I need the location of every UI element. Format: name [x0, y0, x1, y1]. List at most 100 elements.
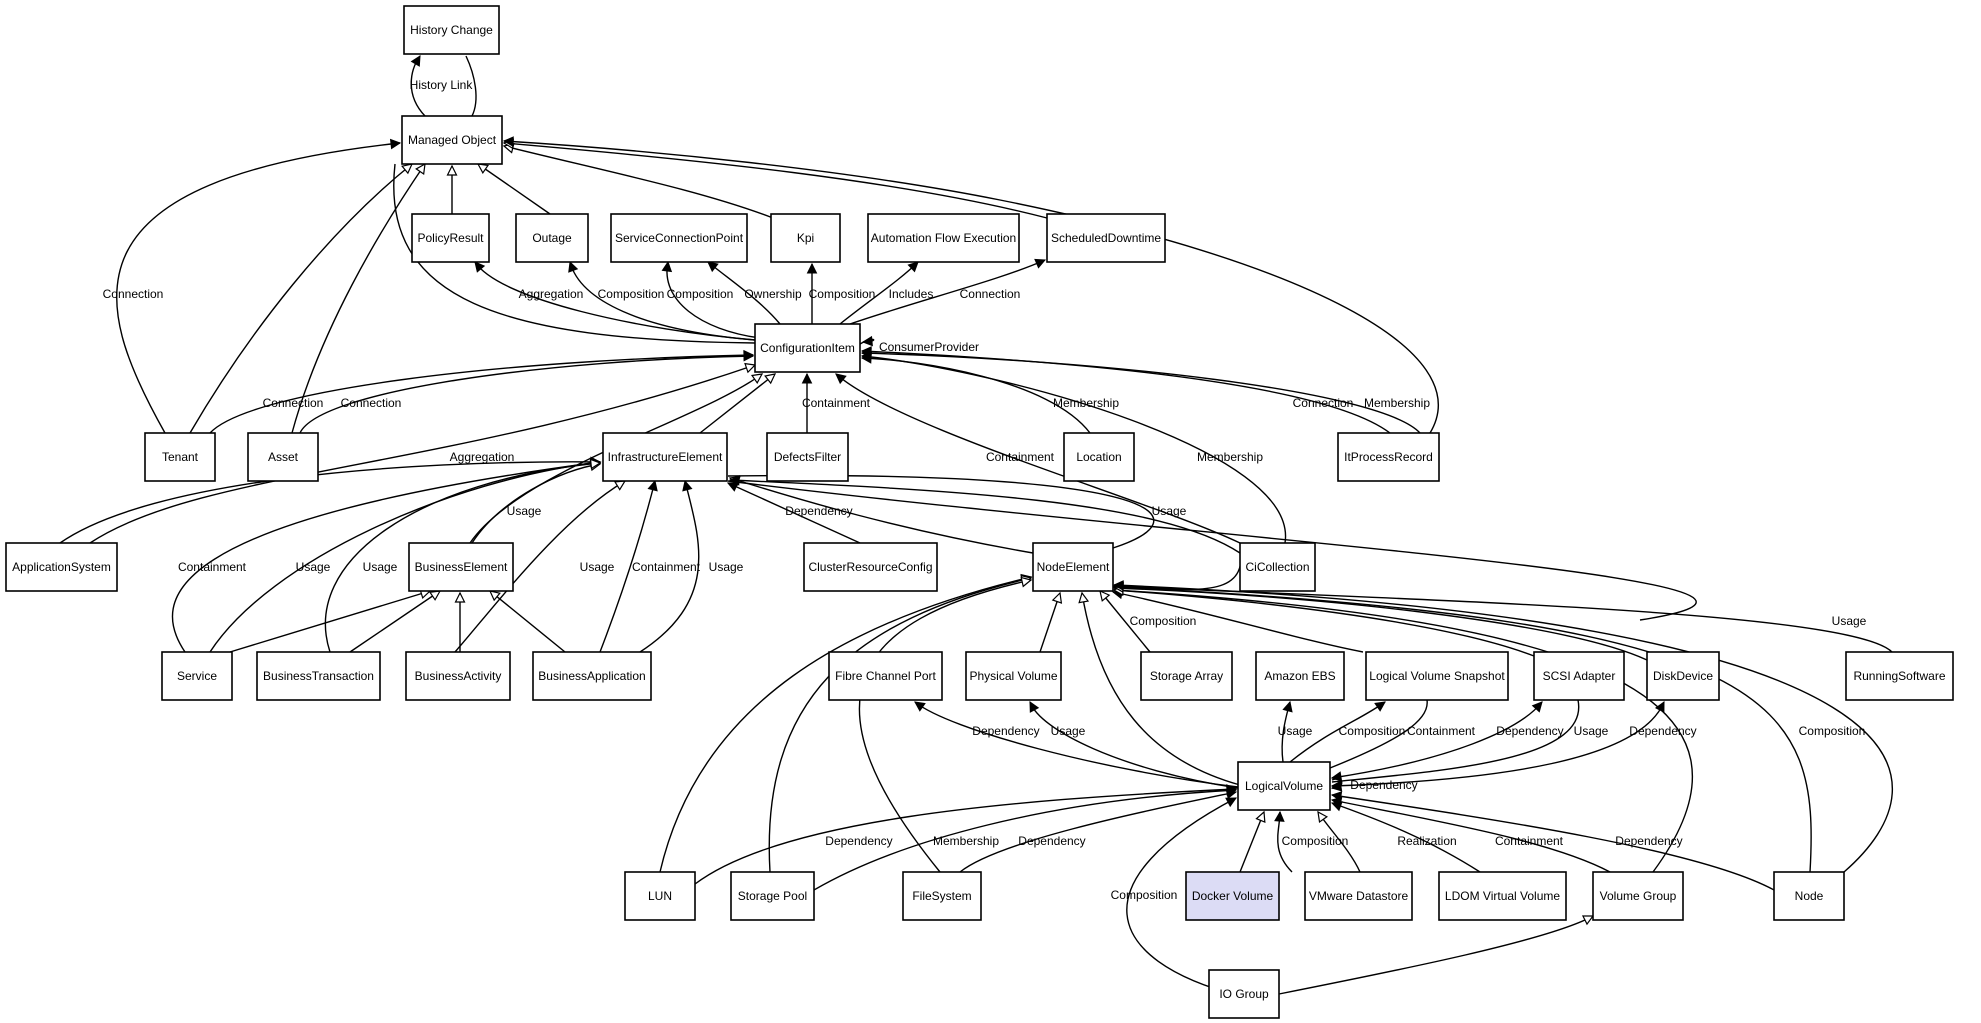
class-node-configuration-item[interactable]: ConfigurationItem — [754, 323, 861, 373]
class-node-tenant[interactable]: Tenant — [144, 432, 216, 482]
class-name: Storage Pool — [738, 889, 807, 903]
edge-line — [1331, 799, 1611, 873]
edge-line — [699, 373, 776, 434]
edge-line — [861, 355, 1286, 544]
class-node-vmware-datastore[interactable]: VMware Datastore — [1304, 871, 1413, 921]
edge-line — [454, 480, 626, 653]
class-node-scsi-adapter[interactable]: SCSI Adapter — [1533, 651, 1625, 701]
class-name: Location — [1076, 450, 1121, 464]
class-node-file-system[interactable]: FileSystem — [902, 871, 982, 921]
edge-connector — [89, 364, 756, 544]
class-node-application-system[interactable]: ApplicationSystem — [5, 542, 118, 592]
edge-label-dependency: Dependency — [1629, 724, 1696, 738]
class-node-docker-volume[interactable]: Docker Volume — [1185, 871, 1280, 921]
class-node-outage[interactable]: Outage — [515, 213, 589, 263]
edge-label-containment: Containment — [632, 560, 701, 574]
class-node-it-process-record[interactable]: ItProcessRecord — [1337, 432, 1440, 482]
class-node-logical-volume[interactable]: LogicalVolume — [1237, 761, 1331, 811]
edge-label-containment: Containment — [986, 450, 1055, 464]
class-box — [1237, 761, 1331, 811]
association-arrowhead — [474, 261, 486, 273]
edge-line — [1029, 701, 1239, 789]
class-name: DiskDevice — [1653, 669, 1713, 683]
class-node-volume-group[interactable]: Volume Group — [1592, 871, 1684, 921]
edge-line — [465, 55, 477, 117]
class-node-running-software[interactable]: RunningSoftware — [1845, 651, 1954, 701]
class-node-managed-object[interactable]: Managed Object — [401, 115, 503, 165]
edge-line — [1099, 590, 1151, 653]
class-node-scheduled-downtime[interactable]: ScheduledDowntime — [1046, 213, 1166, 263]
class-node-history-change[interactable]: History Change — [403, 5, 500, 55]
class-node-fibre-channel-port[interactable]: Fibre Channel Port — [828, 651, 943, 701]
class-node-storage-pool[interactable]: Storage Pool — [730, 871, 815, 921]
generalization-arrowhead — [401, 163, 414, 175]
class-node-disk-device[interactable]: DiskDevice — [1646, 651, 1720, 701]
edge-connector — [861, 350, 1391, 434]
edge-line — [813, 789, 1237, 891]
class-node-business-application[interactable]: BusinessApplication — [532, 651, 652, 701]
edge-label-consumer-provider: ConsumerProvider — [879, 340, 979, 354]
edge-connector — [393, 163, 756, 344]
class-node-asset[interactable]: Asset — [247, 432, 319, 482]
generalization-arrowhead — [488, 590, 501, 602]
edge-label-membership: Membership — [1364, 396, 1430, 410]
class-node-policy-result[interactable]: PolicyResult — [411, 213, 490, 263]
class-node-storage-array[interactable]: Storage Array — [1140, 651, 1233, 701]
class-box — [403, 5, 500, 55]
class-node-infrastructure-element[interactable]: InfrastructureElement — [602, 432, 728, 482]
class-node-node[interactable]: Node — [1773, 871, 1845, 921]
class-name: LUN — [648, 889, 672, 903]
class-node-logical-volume-snapshot[interactable]: Logical Volume Snapshot — [1365, 651, 1509, 701]
class-node-business-activity[interactable]: BusinessActivity — [405, 651, 511, 701]
class-name: PolicyResult — [417, 231, 484, 245]
class-node-cluster-resource-config[interactable]: ClusterResourceConfig — [803, 542, 938, 592]
class-name: ItProcessRecord — [1344, 450, 1433, 464]
edge-label-containment: Containment — [1495, 834, 1564, 848]
generalization-arrowhead — [1051, 591, 1063, 604]
class-box — [515, 213, 589, 263]
edge-line — [1331, 802, 1481, 873]
class-box — [754, 323, 861, 373]
class-name: VMware Datastore — [1309, 889, 1409, 903]
edge-line — [727, 474, 1155, 549]
class-node-location[interactable]: Location — [1063, 432, 1135, 482]
edge-connector — [849, 259, 1046, 325]
edge-line — [914, 701, 1239, 788]
edge-label-dependency: Dependency — [1615, 834, 1682, 848]
class-node-physical-volume[interactable]: Physical Volume — [965, 651, 1062, 701]
class-node-amazon-ebs[interactable]: Amazon EBS — [1255, 651, 1345, 701]
edge-label-connection: Connection — [1293, 396, 1354, 410]
class-box — [1046, 213, 1166, 263]
edge-connector — [299, 355, 754, 434]
association-arrowhead — [861, 335, 873, 347]
class-name: History Change — [410, 23, 493, 37]
class-node-business-element[interactable]: BusinessElement — [408, 542, 514, 592]
class-node-automation-flow-execution[interactable]: Automation Flow Execution — [867, 213, 1020, 263]
class-node-ldom-virtual-volume[interactable]: LDOM Virtual Volume — [1438, 871, 1567, 921]
class-node-lun[interactable]: LUN — [624, 871, 696, 921]
edge-line — [471, 463, 601, 544]
generalization-arrowhead — [613, 480, 627, 491]
class-node-ci-collection[interactable]: CiCollection — [1239, 542, 1316, 592]
class-node-defects-filter[interactable]: DefectsFilter — [766, 432, 849, 482]
class-node-kpi[interactable]: Kpi — [770, 213, 841, 263]
edge-label-connection: Connection — [341, 396, 402, 410]
edge-line — [1331, 701, 1665, 787]
edge-connector — [1126, 797, 1241, 997]
class-node-node-element[interactable]: NodeElement — [1032, 542, 1114, 592]
edge-connector — [659, 576, 1032, 873]
edge-connector — [1289, 701, 1386, 763]
class-name: BusinessApplication — [538, 669, 645, 683]
edge-connector — [209, 461, 601, 653]
generalization-arrowhead — [428, 590, 442, 601]
class-name: Volume Group — [1600, 889, 1677, 903]
edge-label-usage: Usage — [363, 560, 398, 574]
class-node-service-connection-point[interactable]: ServiceConnectionPoint — [610, 213, 748, 263]
class-node-io-group[interactable]: IO Group — [1208, 969, 1280, 1019]
class-node-service[interactable]: Service — [161, 651, 233, 701]
edge-connector — [115, 142, 401, 434]
class-box — [1063, 432, 1135, 482]
class-node-business-transaction[interactable]: BusinessTransaction — [256, 651, 381, 701]
class-name: Fibre Channel Port — [835, 669, 936, 683]
association-arrowhead — [707, 261, 719, 273]
